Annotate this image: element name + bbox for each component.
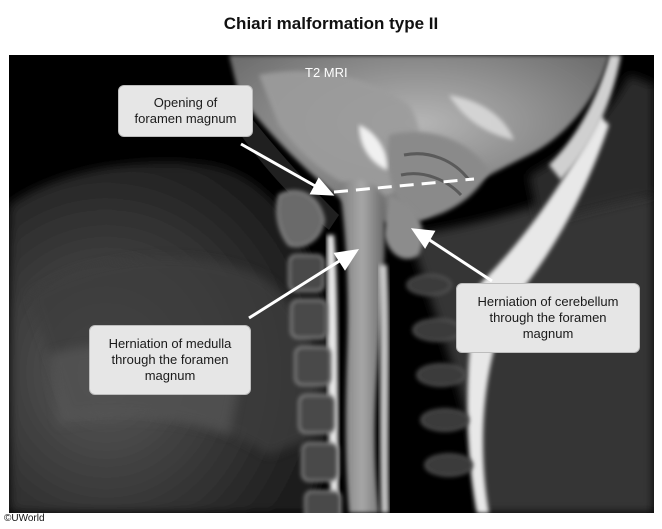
- callout-cerebellum-herniation-text: Herniation of cerebellum through the for…: [477, 294, 619, 341]
- callout-foramen-opening-text: Opening of foramen magnum: [134, 95, 237, 126]
- callout-medulla-herniation: Herniation of medulla through the forame…: [89, 325, 251, 395]
- arrow-medulla: [248, 258, 342, 320]
- modality-label: T2 MRI: [305, 65, 348, 80]
- callout-cerebellum-herniation: Herniation of cerebellum through the for…: [456, 283, 640, 353]
- arrowhead-medulla: [333, 249, 360, 271]
- mri-image: T2 MRI Opening of foramen magnum Herniat…: [9, 55, 654, 513]
- figure-title: Chiari malformation type II: [223, 14, 439, 33]
- arrow-cerebellum: [427, 237, 493, 283]
- copyright-notice: ©UWorld: [4, 513, 45, 524]
- arrow-foramen: [240, 142, 318, 189]
- foramen-magnum-dashed-line: [333, 177, 475, 194]
- arrowhead-foramen: [309, 177, 335, 196]
- callout-foramen-opening: Opening of foramen magnum: [118, 85, 253, 137]
- callout-medulla-herniation-text: Herniation of medulla through the forame…: [108, 336, 232, 383]
- arrowhead-cerebellum: [410, 228, 436, 249]
